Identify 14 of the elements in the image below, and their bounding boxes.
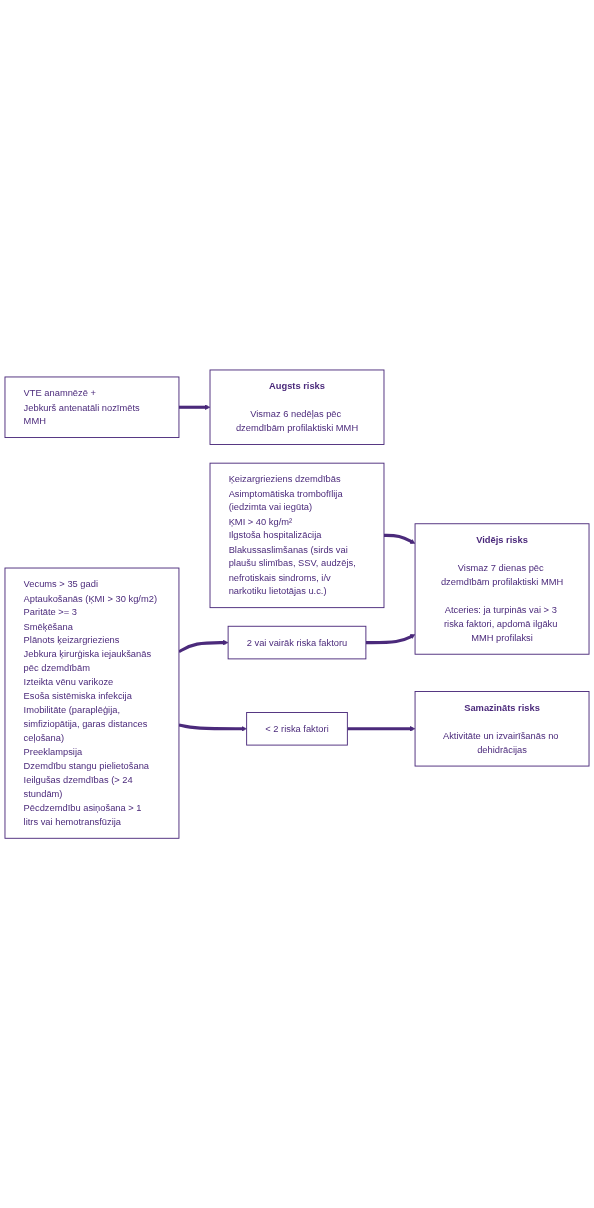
node-box: Vecums > 35 gadi Aptaukošanās (ĶMI > 30 kg/m2) Paritāte >= 3 Smēķēšana Plānots ķeizargrieziens Jebkura ķirurģiska iejaukšanās pēc dzemdībām Izteikta vēnu varikoze Esoša sistēmiska infekcija Imobilitāte (paraplēģija, simfiziopātija, garas distances ceļošana) Preeklampsija Dzemdību stangu pielietošana Ieilgušas dzemdības (> 24 stundām) Pēcdzemdību asiņošana > 1 litrs vai hemotransfūzija <box>4 567 180 839</box>
arrow <box>178 723 247 732</box>
node-box: Ķeizargrieziens dzemdībās Asimptomātiska trombofīlija (iedzimta vai iegūta) ĶMI > 40 kg/m² Ilgstoša hospitalizācija Blakussaslimšanas (sirds vai plaušu slimības, SSV, audzējs, nefrotiskais sindroms, i/v narkotiku lietotājas u.c.) <box>209 462 385 608</box>
arrow <box>384 533 416 544</box>
arrow <box>347 725 416 732</box>
node-box: 2 vai vairāk riska faktoru <box>227 625 367 660</box>
node-box: < 2 riska faktori <box>246 711 348 746</box>
arrow <box>178 404 211 410</box>
arrow <box>365 634 416 644</box>
node-box: Augsts risks Vismaz 6 nedēļas pēc dzemdībām profilaktiski MMH <box>209 369 385 445</box>
node-box: Vidējs risks Vismaz 7 dienas pēc dzemdībām profilaktiski MMH Atceries: ja turpinās vai > 3 riska faktori, apdomā ilgāku MMH profilaksi <box>414 523 590 655</box>
node-box: VTE anamnēzē + Jebkurš antenatāli nozīmēts MMH <box>4 376 180 438</box>
arrow <box>178 639 229 653</box>
node-box: Samazināts risks Aktivitāte un izvairīšanās no dehidrācijas <box>414 690 590 767</box>
